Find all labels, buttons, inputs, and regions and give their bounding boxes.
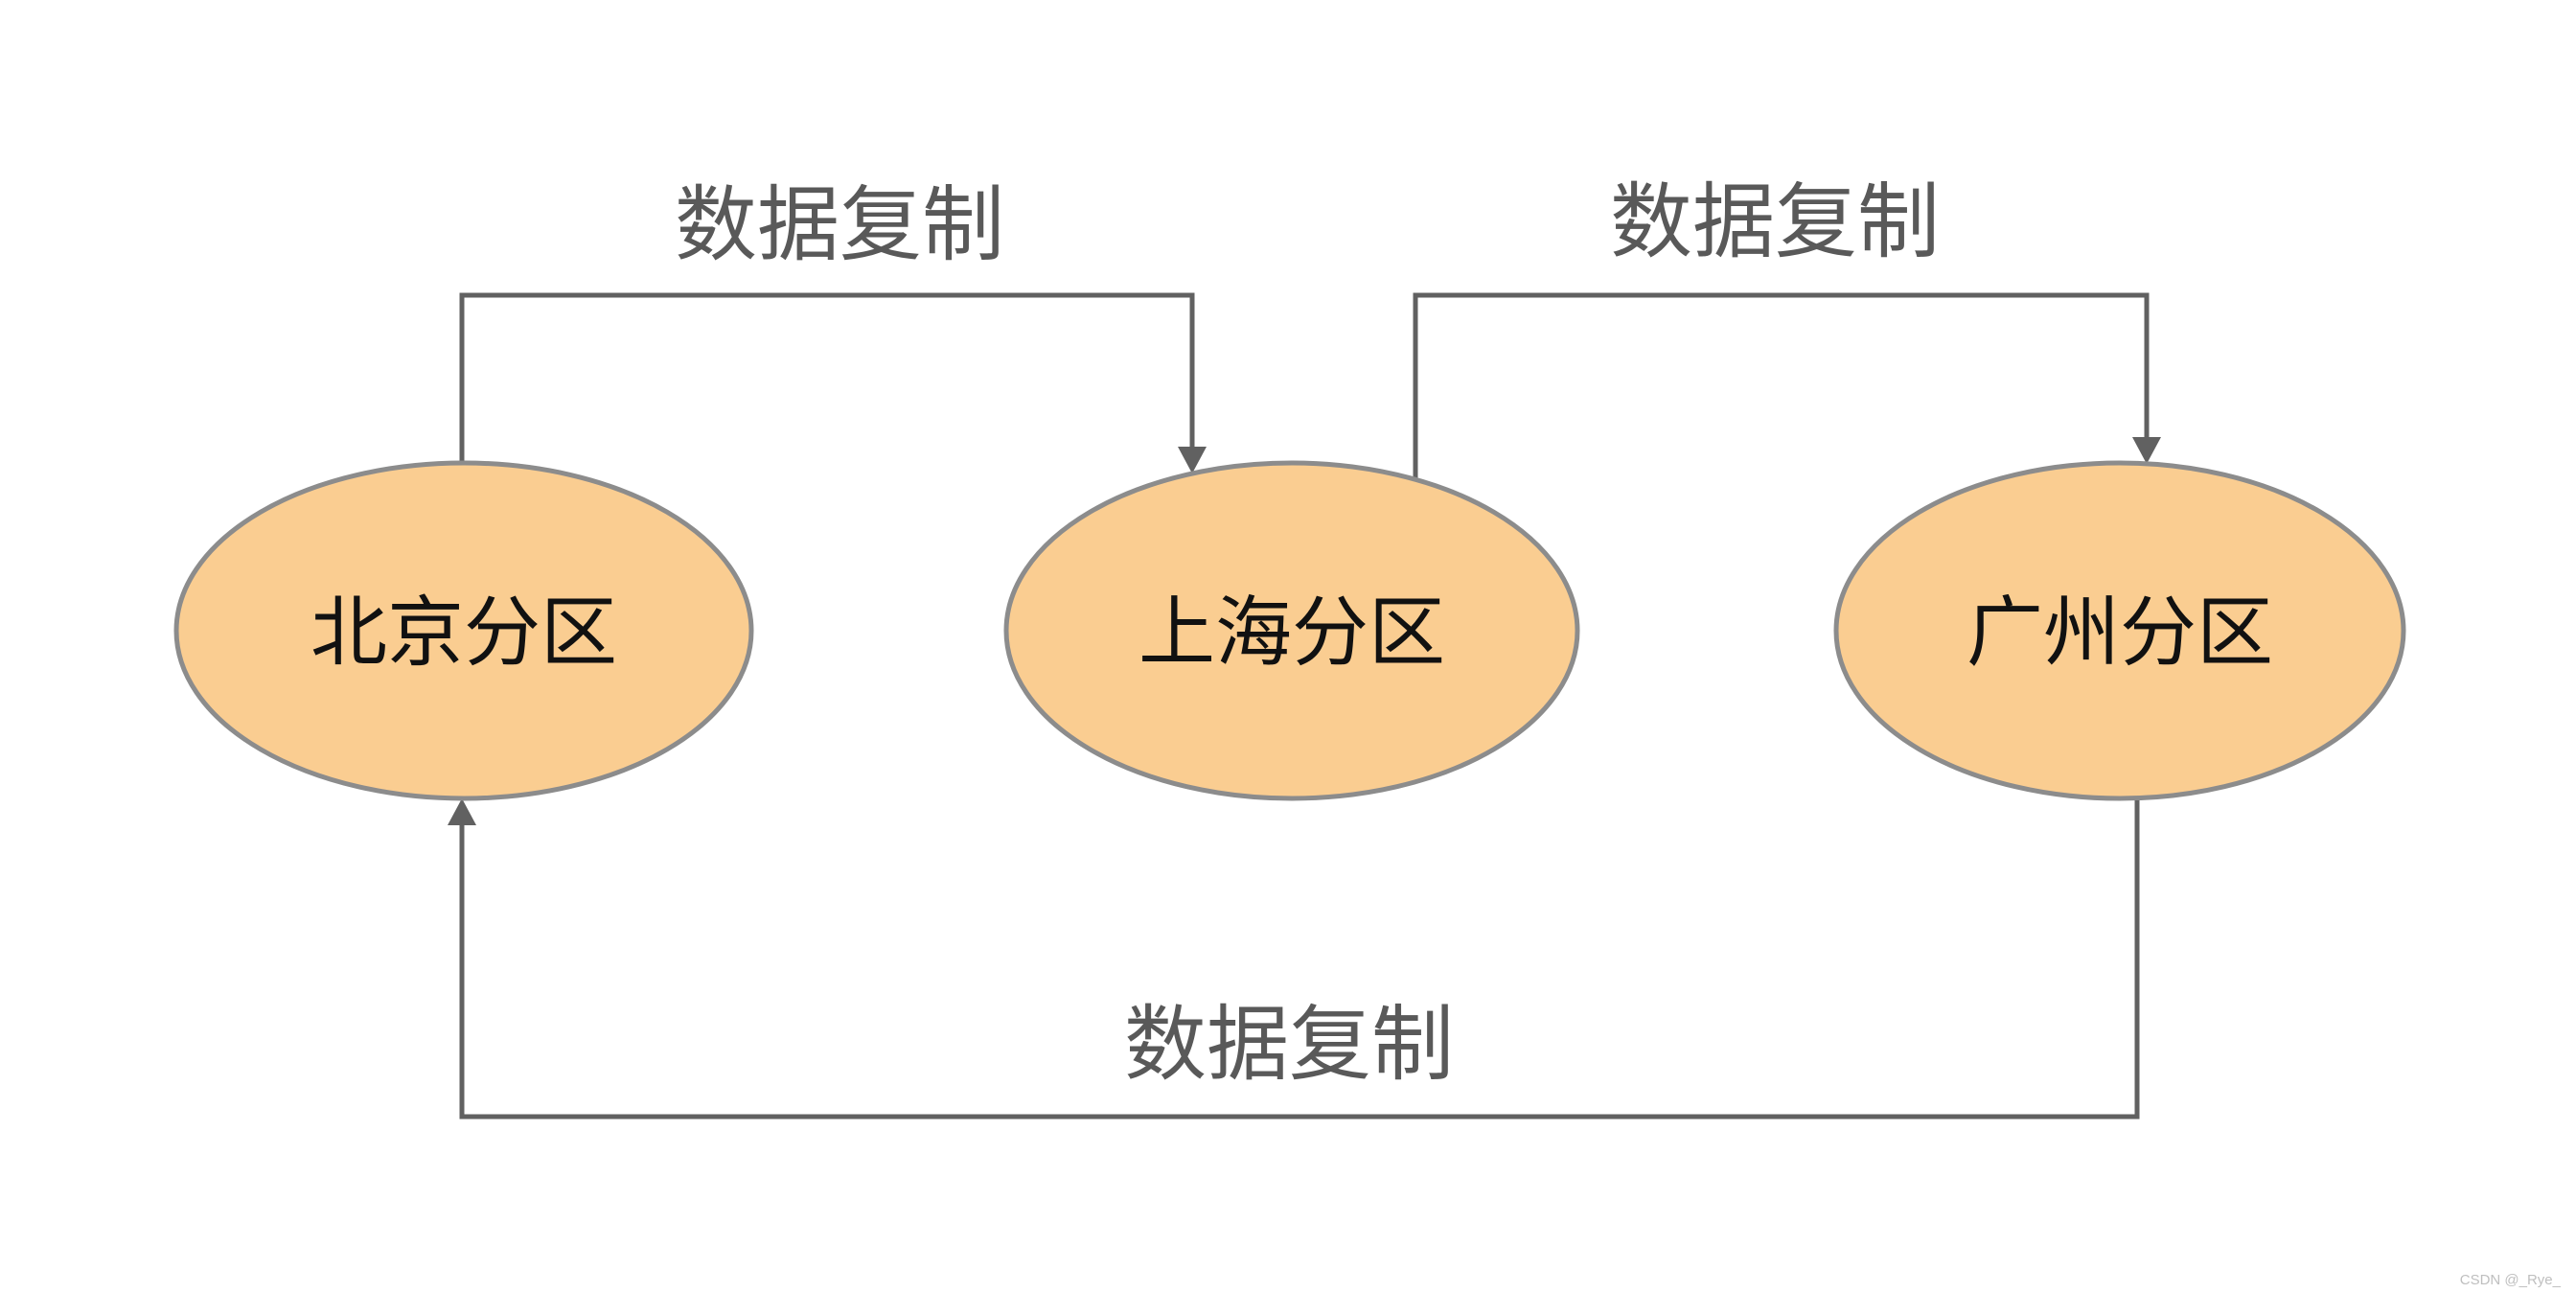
edge-beijing-to-shanghai: 数据复制 bbox=[459, 179, 1207, 473]
node-ellipse bbox=[1006, 463, 1577, 798]
node-ellipse bbox=[1836, 463, 2404, 798]
edge-label: 数据复制 bbox=[675, 179, 1004, 271]
node-ellipse-border bbox=[173, 460, 754, 801]
arrowhead-down-icon bbox=[1178, 447, 1207, 473]
edge-label: 数据复制 bbox=[1124, 999, 1454, 1091]
node-label: 上海分区 bbox=[1138, 590, 1445, 676]
node-beijing: 北京分区 bbox=[173, 460, 754, 801]
node-ellipse-border bbox=[1833, 460, 2406, 801]
node-ellipse-border bbox=[1003, 460, 1580, 801]
edge-line bbox=[459, 798, 2140, 1120]
node-shanghai: 上海分区 bbox=[1003, 460, 1580, 801]
node-label: 北京分区 bbox=[310, 590, 617, 676]
node-label: 广州分区 bbox=[1966, 590, 2273, 676]
node-ellipse bbox=[176, 463, 751, 798]
edge-label: 数据复制 bbox=[1610, 176, 1940, 268]
edge-shanghai-to-guangzhou: 数据复制 bbox=[1413, 176, 2161, 479]
edge-line bbox=[459, 292, 1195, 463]
watermark: CSDN @_Rye_ bbox=[2460, 1272, 2562, 1288]
node-guangzhou: 广州分区 bbox=[1833, 460, 2406, 801]
edge-line bbox=[1413, 292, 2150, 479]
edge-guangzhou-to-beijing: 数据复制 bbox=[448, 798, 2140, 1120]
arrowhead-up-icon bbox=[448, 798, 476, 825]
arrowhead-down-icon bbox=[2132, 437, 2161, 464]
